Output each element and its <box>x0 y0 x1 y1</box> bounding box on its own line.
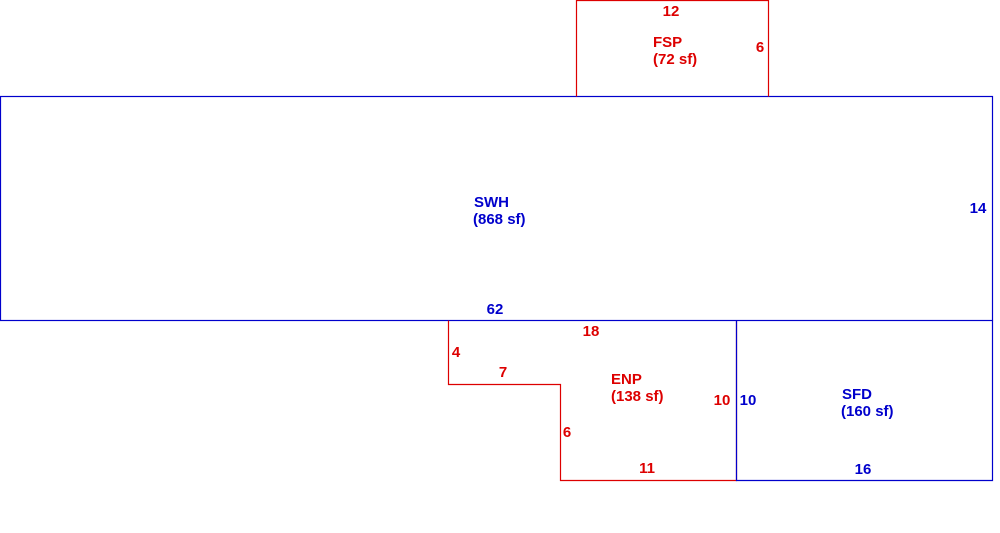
swh-outline <box>0 95 994 322</box>
swh-dim-right: 14 <box>970 200 987 217</box>
sfd-dim-bottom: 16 <box>855 461 872 478</box>
swh-area: (868 sf) <box>473 211 526 228</box>
enp-outline <box>447 320 738 482</box>
enp-dim-bottom: 11 <box>639 460 655 477</box>
enp-code: ENP <box>611 371 642 388</box>
swh-dim-bottom: 62 <box>487 301 504 318</box>
enp-dim-right: 10 <box>714 392 731 409</box>
enp-dim-step-top: 7 <box>499 364 507 381</box>
enp-dim-step-left: 6 <box>563 424 571 441</box>
enp-dim-top: 18 <box>583 323 600 340</box>
fsp-outline <box>575 0 770 97</box>
fsp-dim-right: 6 <box>756 39 764 56</box>
swh-code: SWH <box>474 194 509 211</box>
enp-dim-left: 4 <box>452 344 461 361</box>
fsp-code: FSP <box>653 34 682 51</box>
fsp-dim-top: 12 <box>663 3 680 20</box>
sfd-code: SFD <box>842 386 872 403</box>
sfd-area: (160 sf) <box>841 403 894 420</box>
enp-area: (138 sf) <box>611 388 664 405</box>
sfd-dim-left: 10 <box>740 392 757 409</box>
sfd-outline <box>735 320 994 482</box>
fsp-area: (72 sf) <box>653 51 697 68</box>
